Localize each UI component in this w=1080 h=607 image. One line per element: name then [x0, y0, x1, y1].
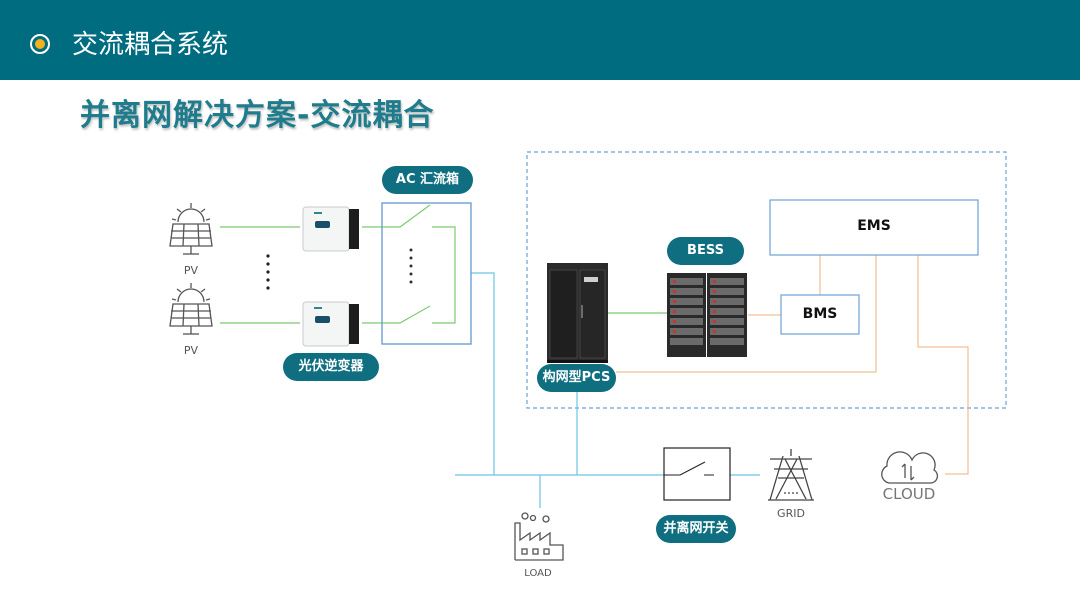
solar-panel-icon — [169, 203, 213, 255]
ac-combiner-label: AC 汇流箱 — [382, 166, 473, 194]
cloud-icon — [881, 451, 938, 484]
load-label: LOAD — [524, 568, 552, 579]
header-bar: 交流耦合系统 — [0, 0, 1080, 80]
grid-switch-label: 并离网开关 — [656, 515, 736, 543]
inverter-icon — [302, 301, 359, 347]
pv-label-top: PV — [183, 264, 199, 277]
pcs-cabinet-icon — [547, 263, 608, 363]
solar-panel-icon — [169, 283, 213, 335]
battery-rack-icon — [707, 273, 747, 357]
ac-lines — [220, 204, 668, 324]
storage-system-boundary — [526, 151, 1007, 409]
comm-lines — [616, 255, 969, 475]
pcs-label: 构网型PCS — [537, 364, 616, 392]
combiner-dots — [409, 248, 413, 284]
pv-label-bottom: PV — [183, 344, 199, 357]
page-title: 交流耦合系统 — [72, 30, 229, 60]
battery-rack-icon — [667, 273, 706, 357]
bess-label: BESS — [667, 237, 744, 265]
vertical-ellipsis — [266, 254, 270, 290]
transmission-tower-icon — [768, 449, 814, 501]
bms-label: BMS — [802, 306, 838, 322]
grid-label: GRID — [777, 507, 805, 520]
inverter-icon — [302, 206, 359, 252]
factory-icon — [514, 512, 564, 561]
bms-box — [780, 294, 860, 335]
pv-inverter-label: 光伏逆变器 — [283, 353, 379, 381]
ems-label: EMS — [857, 218, 891, 234]
ac-combiner-box — [381, 202, 472, 345]
section-subtitle: 并离网解决方案-交流耦合 — [80, 98, 435, 133]
bullet-icon — [30, 34, 50, 54]
cloud-label: CLOUD — [882, 485, 936, 503]
bus-lines — [455, 272, 760, 508]
ems-box — [769, 199, 979, 256]
switch-icon — [663, 447, 731, 501]
